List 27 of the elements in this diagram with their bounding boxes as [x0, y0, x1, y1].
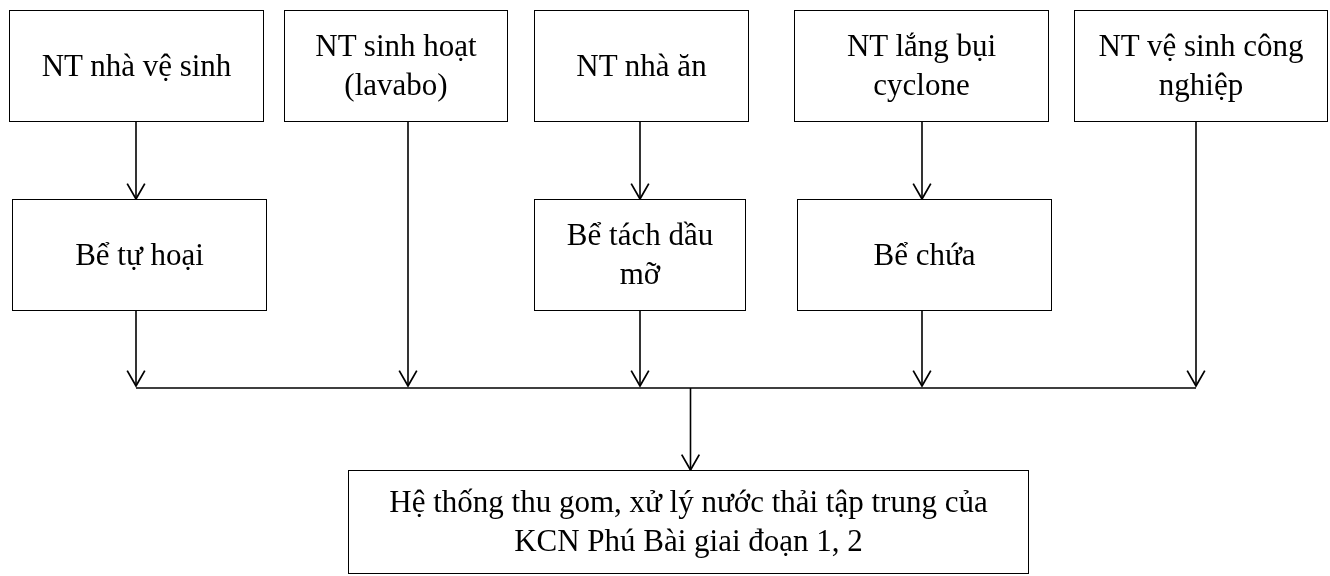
box-label: NT nhà vệ sinh [41, 46, 232, 85]
arrow [398, 121, 418, 387]
arrow [912, 310, 932, 387]
box-label: Bể tách dầu mỡ [565, 216, 715, 293]
process-box [794, 10, 1049, 122]
arrow [630, 310, 650, 387]
arrow [912, 121, 932, 200]
process-box [797, 199, 1052, 311]
arrow [126, 121, 146, 200]
process-box [534, 10, 749, 122]
process-box [534, 199, 746, 311]
box-label: NT sinh hoạt (lavabo) [314, 27, 478, 104]
process-box [1074, 10, 1328, 122]
box-label: Hệ thống thu gom, xử lý nước thải tập trung của KCN Phú Bài giai đoạn 1, 2 [388, 483, 989, 560]
arrow [1186, 121, 1206, 387]
box-label: Bể tự hoại [75, 235, 204, 274]
box-label: NT lắng bụi cyclone [845, 27, 998, 104]
arrow [126, 310, 146, 387]
arrow [630, 121, 650, 200]
process-box [9, 10, 264, 122]
process-box [12, 199, 267, 311]
box-label: NT vệ sinh công nghiệp [1097, 27, 1305, 104]
process-box [348, 470, 1029, 574]
box-label: NT nhà ăn [576, 46, 707, 85]
merge-connector [135, 387, 1197, 471]
box-label: Bể chứa [873, 235, 976, 274]
process-box [284, 10, 508, 122]
